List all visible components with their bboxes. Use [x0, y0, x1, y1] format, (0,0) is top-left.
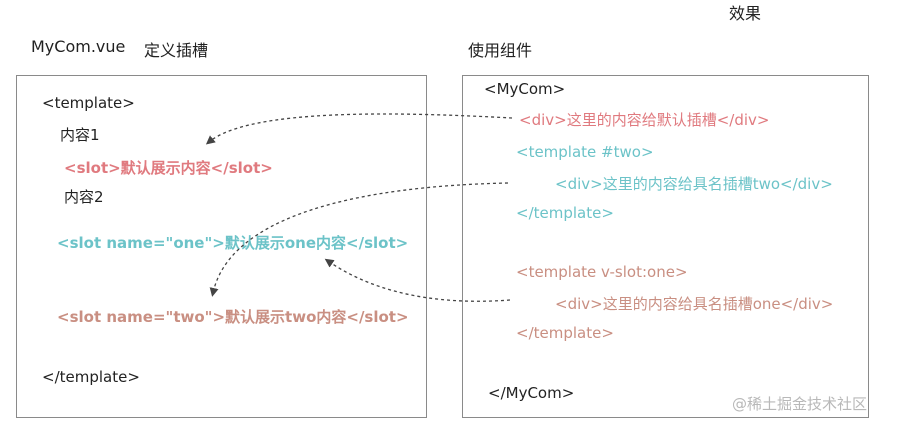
template-open-tag: <template>: [42, 94, 135, 112]
template-one-open: <template v-slot:one>: [516, 263, 688, 281]
div-one-line: <div>这里的内容给具名插槽one</div>: [555, 295, 834, 313]
arrow-default-slot: [205, 113, 513, 145]
template-two-open: <template #two>: [516, 143, 654, 161]
effect-title: 效果: [729, 4, 762, 23]
watermark: @稀土掘金技术社区: [732, 395, 868, 413]
mycom-close-tag: </MyCom>: [488, 384, 575, 402]
arrow-slot-one: [324, 258, 511, 302]
slot-one-line: <slot name="one">默认展示one内容</slot>: [57, 234, 409, 252]
template-two-close: </template>: [516, 204, 614, 222]
arrow-slot-two: [209, 182, 509, 297]
component-definition-box: [16, 75, 427, 418]
default-div-line: <div>这里的内容给默认插槽</div>: [519, 111, 770, 129]
slot-two-line: <slot name="two">默认展示two内容</slot>: [57, 308, 409, 326]
component-usage-box: [462, 75, 869, 418]
file-name-label: MyCom.vue: [31, 37, 126, 56]
use-component-label: 使用组件: [468, 41, 533, 60]
template-one-close: </template>: [516, 324, 614, 342]
content2-text: 内容2: [64, 188, 104, 206]
default-slot-line: <slot>默认展示内容</slot>: [64, 159, 273, 177]
mycom-open-tag: <MyCom>: [484, 80, 566, 98]
template-close-tag: </template>: [42, 368, 140, 386]
div-two-line: <div>这里的内容给具名插槽two</div>: [555, 175, 833, 193]
define-slots-label: 定义插槽: [144, 41, 209, 60]
content1-text: 内容1: [60, 126, 100, 144]
